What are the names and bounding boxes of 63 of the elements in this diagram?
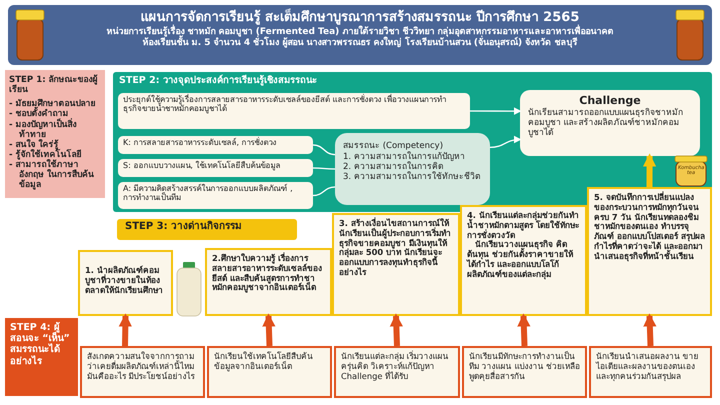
- activity-text: 3. สร้างเงื่อนไขสถานการณ์ให้นักเรียนเป็นผู้ประกอบการเริ่มทำธุรกิจขายคอมบูชา มีเงินทุนให้กลุ่มละ 500 บาท นักเรียนจะออกแบบการลงทุนทำธุรกิจนี้อย่างไร: [339, 219, 452, 278]
- block-arrow: [262, 313, 276, 346]
- step-label: [5, 318, 78, 396]
- activity-text: นักเรียนวางแผนธุรกิจ คิดต้นทุน ช่วยกันตั้งราคาขายให้ได้กำไร และออกแบบโลโก้ผลิตภัณฑ์ของแต่ละกลุ่ม: [467, 240, 574, 280]
- step-text: STEP 4: ผู้สอนจะ “เห็น” สมรรถนะได้อย่างไร: [10, 322, 71, 367]
- observation-box: [80, 346, 205, 398]
- observation-box: [334, 346, 460, 398]
- title-banner: [8, 5, 712, 65]
- objective-text: S: ออกแบบวางแผน, ใช้เทคโนโลยีสืบค้นข้อมูล: [123, 161, 282, 170]
- block-arrow: [643, 313, 656, 346]
- step-box: [5, 70, 105, 198]
- block-arrow: [642, 153, 656, 188]
- challenge-heading: Challenge: [578, 95, 642, 108]
- activity-box: [332, 213, 460, 316]
- observation-text: นักเรียนมีทักษะการทำงานเป็นทีม วางแผน แบ่งงาน ช่วยเหลือ พูดคุยสื่อสารกัน: [469, 352, 580, 382]
- observation-box: [207, 346, 332, 398]
- subtitle: ห้องเรียนชั้น ม. 5 จำนวน 4 ชั่วโมง ผู้สอน นางสาวพรรณธร คงใหญ่ โรงเรียนบ้านสวน (จั่นอนุสรณ์) จังหวัด ชลบุรี: [58, 38, 662, 49]
- step-panel: [113, 72, 712, 212]
- competency-item: 3. ความสามารถในการใช้ทักษะชีวิต: [343, 172, 482, 182]
- observation-text: นักเรียนใช้เทคโนโลยีสืบค้นข้อมูลจากอินเตอร์เน็ต: [214, 352, 314, 372]
- objective-box: [118, 159, 313, 177]
- connector-line: [312, 186, 336, 196]
- step-text: STEP 3: วางด่านกิจกรรม: [125, 221, 244, 233]
- activity-text: 2.ศึกษาใบความรู้ เรื่องการสลายสารอาหารระดับเซลล์ของยีสต์ และสืบค้นสูตรการทำชาหมักคอมบูชาจากอินเตอร์เน็ต: [212, 254, 323, 294]
- objective-box: [118, 136, 313, 154]
- objective-text: K: การสลายสารอาหารระดับเซลล์, การชั่งตวง: [123, 138, 278, 148]
- step-label: [117, 219, 297, 240]
- step-heading: STEP 1: ลักษณะของผู้เรียน: [9, 75, 99, 96]
- activity-text: 5. จดบันทึกการเปลี่ยนแปลงของกระบวนการหมักทุกวันจนครบ 7 วัน นักเรียนทดลองชิมชาหมักของตนเอง ทำบรรจุภัณฑ์ ออกแบบโปสเตอร์ สรุปผลกำไรที่คาดว่าจะได้ และออกมานำเสนอธุรกิจที่หน้าชั้นเรียน: [594, 193, 705, 262]
- challenge-box: [520, 90, 700, 156]
- activity-box: [587, 187, 712, 316]
- connector-line: [312, 144, 336, 156]
- objective-box: [118, 182, 313, 209]
- list-item: - สนใจ ใคร่รู้: [9, 140, 59, 150]
- competency-item: 2. ความสามารถในการคิด: [343, 162, 444, 172]
- activity-text: 4. นักเรียนแต่ละกลุ่มช่วยกันทำน้ำชาหมักตามสูตร โดยใช้ทักษะการชั่งตวงวัด: [467, 211, 580, 240]
- activity-text: 1. นำผลิตภัณฑ์คอมบูชาที่วางขายในท้องตลาดให้นักเรียนศึกษา: [85, 266, 164, 296]
- activity-box: [205, 248, 332, 316]
- objective-box: [118, 93, 470, 129]
- list-item: - รู้จักใช้เทคโนโลยี: [9, 150, 83, 160]
- observation-text: นักเรียนนำเสนอผลงาน ขายไอเดียและผลงานของตนเองและทุกคนร่วมกันสรุปผล: [596, 352, 700, 382]
- block-arrow: [390, 313, 403, 346]
- activity-box: [78, 250, 173, 316]
- competency-item: 1. ความสามารถในการแก้ปัญหา: [343, 152, 466, 162]
- connector-line: [313, 167, 335, 170]
- arrow: [490, 136, 522, 148]
- competency-heading: สมรรถนะ (Competency): [343, 141, 444, 151]
- title: แผนการจัดการเรียนรู้ สะเต็มศึกษาบูรณาการสร้างสมรรถนะ ปีการศึกษา 2565: [140, 10, 580, 25]
- list-item: - มองปัญหาเป็นสิ่งท้าทาย: [9, 120, 78, 140]
- block-arrow: [118, 313, 132, 346]
- observation-text: นักเรียนแต่ละกลุ่ม เริ่มวางแผนครุ่นคิด วิเคราะห์แก้ปัญหา Challenge ที่ได้รับ: [341, 352, 450, 382]
- observation-box: [589, 346, 712, 398]
- list-item: - สามารถใช้ภาษาอังกฤษ ในการสืบค้นข้อมูล: [9, 160, 95, 191]
- observation-text: สังเกตความสนใจจากการถามว่าเคยดื่มผลิตภัณฑ์เหล่านี้ไหม มันคืออะไร มีประโยชน์อย่างไร: [87, 352, 196, 382]
- step-heading: STEP 2: วางจุดประสงค์การเรียนรู้เชิงสมรรถนะ: [119, 75, 318, 86]
- observation-box: [462, 346, 587, 398]
- objective-text: A: มีความคิดสร้างสรรค์ในการออกแบบผลิตภัณฑ์ , การทำงานเป็นทีม: [123, 184, 294, 203]
- arrow: [470, 107, 522, 116]
- competency-box: [335, 133, 490, 205]
- challenge-text: นักเรียนสามารถออกแบบแผนธุรกิจชาหมักคอมบูชา และสร้างผลิตภัณฑ์ชาหมักคอมบูชาได้: [528, 108, 684, 138]
- objective-text: ประยุกต์ใช้ความรู้เรื่องการสลายสารอาหารระดับเซลล์ของยีสต์ และการชั่งตวง เพื่อวางแผนการทำธุรกิจขายน้ำชาหมักคอมบูชาได้: [123, 95, 448, 114]
- block-arrow: [517, 313, 530, 346]
- activity-box: [460, 205, 587, 316]
